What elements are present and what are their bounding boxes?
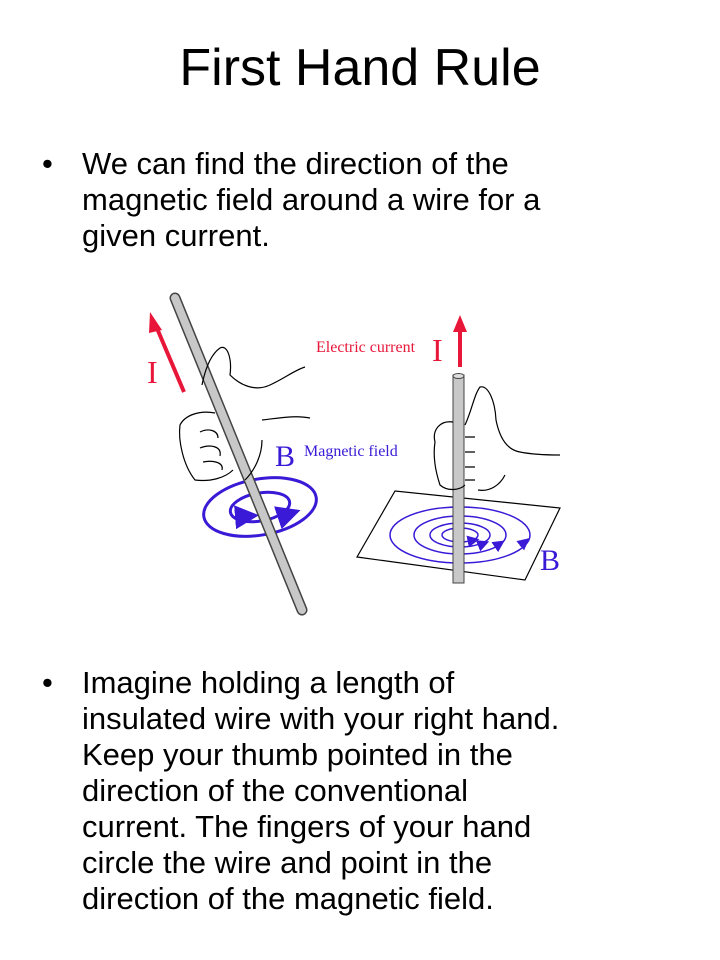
bullet-dot: • [42,665,53,700]
bullet-line: Keep your thumb pointed in the [82,737,513,772]
right-current-arrow [453,315,467,367]
bullet-line: direction of the conventional [82,773,469,808]
bullet-line: magnetic field around a wire for a [82,182,541,217]
bullet-line: direction of the magnetic field. [82,881,494,916]
bullet-line: circle the wire and point in the [82,845,493,880]
right-current-label: I [432,332,443,368]
bullet-line: We can find the direction of the [82,146,509,181]
bullet-line: insulated wire with your right hand. [82,701,560,736]
right-field-label: B [540,544,560,577]
bullet-2: • Imagine holding a length of insulated … [42,665,559,917]
bullet-dot: • [42,146,53,181]
left-current-label: I [147,354,158,390]
left-field-label: B [275,440,295,473]
right-wire [452,373,465,584]
left-hand-icon [178,346,311,482]
bullet-1: • We can find the direction of the magne… [42,146,540,254]
left-current-arrow [149,312,186,393]
slide-title: First Hand Rule [179,39,541,97]
electric-current-label: Electric current [316,339,416,356]
bullet-line: Imagine holding a length of [82,665,455,700]
left-wire [169,292,308,616]
magnetic-field-label: Magnetic field [304,443,398,460]
bullet-line: current. The fingers of your hand [82,809,532,844]
bullet-line: given current. [82,218,270,253]
right-hand-icon [433,386,561,491]
